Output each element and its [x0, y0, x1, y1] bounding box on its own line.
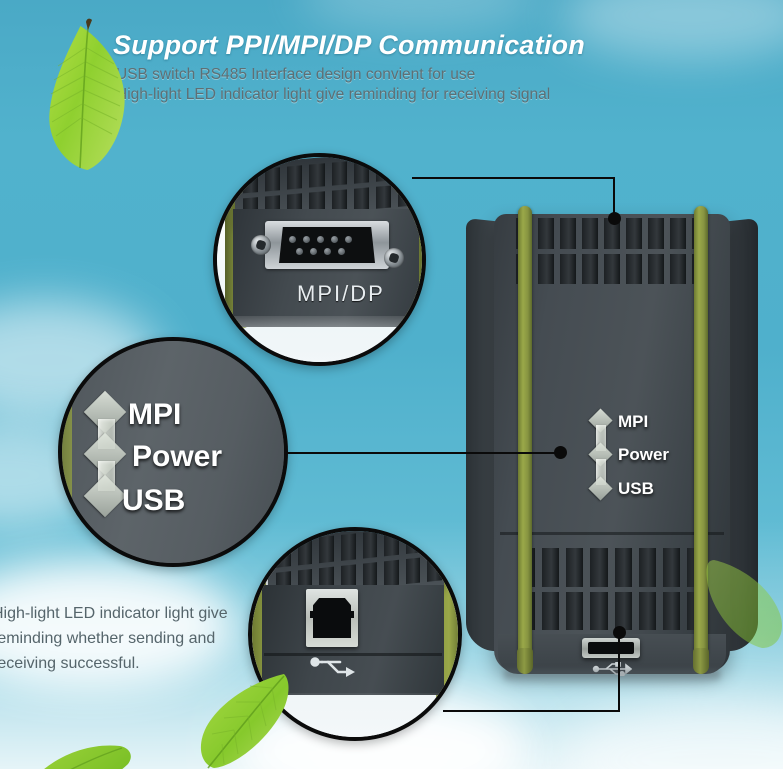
- leader-dot-bottom: [613, 626, 626, 639]
- usb-b-trident-icon: [310, 656, 360, 682]
- bottom-caption: High-light LED indicator light give remi…: [0, 601, 257, 676]
- led-label-usb: USB: [122, 484, 186, 517]
- leader-dot-middle: [554, 446, 567, 459]
- cloud-top-center: [300, 0, 540, 30]
- leader-line-bottom-vertical: [618, 632, 620, 711]
- caption-line-3: receiving successful.: [0, 655, 140, 672]
- led-lightpipe: [83, 390, 128, 518]
- leader-dot-top: [608, 212, 621, 225]
- top-vent-grid: [516, 218, 708, 284]
- mpi-dp-engraved-label: MPI/DP: [297, 281, 385, 306]
- led-label-power: Power: [132, 440, 223, 473]
- device-right-rail: [694, 206, 708, 658]
- caption-line-1: High-light LED indicator light give: [0, 605, 228, 622]
- db9-screw-left: [251, 235, 271, 255]
- leaf-right-edge-icon: [700, 556, 783, 666]
- device-led-label-mpi: MPI: [618, 412, 649, 431]
- db9-screw-right: [384, 248, 404, 268]
- leaf-top-left-icon: [14, 18, 154, 178]
- leader-line-middle: [268, 452, 561, 454]
- device-led-label-power: Power: [618, 445, 670, 464]
- leaf-bottom-left-icon: [22, 736, 142, 769]
- callout-circle-led: MPI Power USB: [58, 337, 288, 567]
- db9-connector: [247, 215, 407, 279]
- device-usb-port: [582, 638, 640, 658]
- subtitle-line-1: USB switch RS485 Interface design convie…: [116, 66, 476, 83]
- device-led-lightpipe: [588, 408, 613, 512]
- page-title: Support PPI/MPI/DP Communication: [113, 30, 585, 60]
- device-seam-line: [500, 532, 724, 535]
- leaf-bottom-center-icon: [188, 668, 308, 769]
- ppi-mpi-dp-adapter-device: MPI Power USB: [466, 196, 758, 686]
- leader-line-bottom-horizontal: [443, 710, 620, 712]
- device-left-rail-foot: [517, 648, 533, 674]
- device-left-rail: [518, 206, 532, 658]
- caption-line-2: reminding whether sending and: [0, 630, 216, 647]
- bottom-vent-grid: [518, 548, 704, 630]
- device-right-rail-foot: [693, 648, 709, 674]
- usb-b-port: [306, 589, 358, 647]
- device-led-label-usb: USB: [618, 479, 654, 498]
- callout-circle-mpi-dp: MPI/DP: [213, 153, 426, 366]
- device-bottom-reflection: [504, 670, 720, 686]
- cloud-top-right: [560, 0, 783, 60]
- device-front-face: MPI Power USB: [494, 214, 730, 686]
- led-label-mpi: MPI: [128, 398, 182, 431]
- leader-line-top-vertical: [613, 177, 615, 219]
- leader-line-top-horizontal: [412, 177, 615, 179]
- callout-circle-usb-b: [248, 527, 462, 741]
- subtitle-line-2: High-light LED indicator light give remi…: [116, 86, 551, 103]
- cloud-bottom-left: [0, 560, 240, 690]
